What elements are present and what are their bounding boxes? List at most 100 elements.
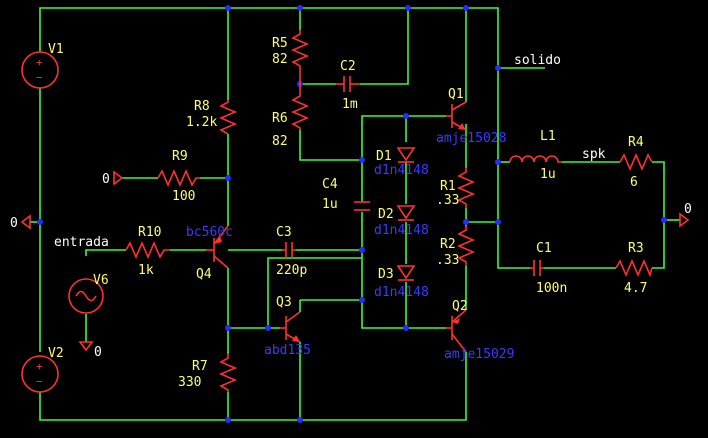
r3r4-right-wire bbox=[652, 161, 665, 269]
q2-label: Q2 bbox=[452, 299, 468, 314]
bottom-rail-wire bbox=[39, 352, 467, 421]
r9-label: R9 bbox=[172, 149, 188, 164]
c2-right-wire bbox=[360, 8, 409, 85]
gnd-r9-label: 0 bbox=[102, 172, 110, 187]
q1-label: Q1 bbox=[448, 87, 464, 102]
gnd-out-label: 0 bbox=[684, 202, 692, 217]
q3-transistor[interactable]: Q3 abd135 bbox=[264, 295, 311, 358]
c1-value: 100n bbox=[536, 281, 567, 296]
junction-dot bbox=[359, 247, 365, 253]
l1-label: L1 bbox=[540, 129, 556, 144]
r5-resistor[interactable]: R5 82 bbox=[272, 30, 310, 84]
sine-icon bbox=[75, 290, 97, 302]
r10-value: 1k bbox=[138, 263, 154, 278]
v6-source[interactable]: V6 bbox=[68, 273, 109, 314]
q1-base-wire bbox=[361, 115, 446, 160]
r2-resistor[interactable]: R2 .33 bbox=[436, 226, 476, 268]
v2-label: V2 bbox=[48, 346, 64, 361]
junction-dot bbox=[265, 325, 271, 331]
d1-part: d1n4148 bbox=[374, 163, 429, 178]
wires bbox=[30, 7, 680, 421]
r1-resistor[interactable]: R1 .33 bbox=[436, 168, 476, 208]
junction-dot bbox=[403, 325, 409, 331]
q4-part: bc560c bbox=[186, 225, 233, 240]
junction-dot bbox=[463, 5, 469, 11]
r9-value: 100 bbox=[172, 189, 195, 204]
r6-resistor[interactable]: R6 82 bbox=[272, 84, 310, 149]
r2-value: .33 bbox=[436, 253, 459, 268]
junction-dot bbox=[495, 219, 501, 225]
d3-diode[interactable]: D3 d1n4148 bbox=[374, 265, 429, 300]
d3-label: D3 bbox=[378, 267, 394, 282]
q4-transistor[interactable]: bc560c Q4 bbox=[186, 225, 233, 282]
v6-label: V6 bbox=[93, 273, 109, 288]
v1-label: V1 bbox=[48, 42, 64, 57]
junction-dot bbox=[405, 5, 411, 11]
junction-dot bbox=[225, 325, 231, 331]
r6-label: R6 bbox=[272, 111, 288, 126]
r8-resistor[interactable]: R8 1.2k bbox=[186, 99, 238, 135]
q2-transistor[interactable]: Q2 amje15029 bbox=[444, 299, 514, 362]
r4-resistor[interactable]: R4 6 bbox=[619, 135, 653, 190]
gnd-r9-terminal[interactable]: 0 bbox=[102, 170, 124, 187]
q2-base-wire bbox=[361, 300, 446, 329]
junction-dot bbox=[359, 157, 365, 163]
c2-label: C2 bbox=[340, 59, 356, 74]
q3-label: Q3 bbox=[276, 295, 292, 310]
r6-bottom-wire bbox=[299, 130, 362, 161]
r3-resistor[interactable]: R3 4.7 bbox=[615, 241, 653, 296]
r9-resistor[interactable]: R9 100 bbox=[157, 149, 200, 204]
q1-part: amje15028 bbox=[436, 131, 506, 146]
junction-dot bbox=[297, 417, 303, 423]
r7-label: R7 bbox=[192, 359, 208, 374]
junction-dot bbox=[403, 113, 409, 119]
gnd-v6-terminal[interactable]: 0 bbox=[78, 341, 102, 360]
d2-part: d1n4148 bbox=[374, 223, 429, 238]
junction-dot bbox=[463, 219, 469, 225]
q3-part: abd135 bbox=[264, 343, 311, 358]
l1-value: 1u bbox=[540, 167, 556, 182]
d3-part: d1n4148 bbox=[374, 285, 429, 300]
r6-value: 82 bbox=[272, 134, 288, 149]
c3-capacitor[interactable]: C3 220p bbox=[276, 225, 307, 278]
v1-source[interactable]: + − V1 bbox=[21, 42, 64, 89]
q3-collector-feed bbox=[267, 257, 362, 328]
r3-value: 4.7 bbox=[624, 281, 647, 296]
d2-label: D2 bbox=[378, 207, 394, 222]
gnd-v6-label: 0 bbox=[94, 345, 102, 360]
junction-dot bbox=[661, 217, 667, 223]
l1-inductor[interactable]: L1 1u bbox=[509, 129, 562, 182]
junction-dot bbox=[225, 417, 231, 423]
r1-value: .33 bbox=[436, 193, 459, 208]
top-rail-wire bbox=[39, 7, 499, 68]
r10-resistor[interactable]: R10 1k bbox=[125, 225, 170, 278]
r5-label: R5 bbox=[272, 36, 288, 51]
c4-capacitor[interactable]: C4 1u bbox=[322, 177, 370, 212]
gnd-left-label: 0 bbox=[10, 216, 18, 231]
junctions bbox=[37, 5, 667, 423]
r2-label: R2 bbox=[440, 237, 456, 252]
r3-label: R3 bbox=[628, 241, 644, 256]
v2-plus-sign: + bbox=[36, 360, 43, 373]
r8-value: 1.2k bbox=[186, 115, 217, 130]
d1-diode[interactable]: D1 d1n4148 bbox=[374, 147, 429, 178]
v2-source[interactable]: + − V2 bbox=[21, 346, 64, 393]
solido-net-label: solido bbox=[514, 53, 561, 68]
v1-minus-sign: − bbox=[36, 71, 43, 84]
r10-left-wire bbox=[85, 249, 126, 256]
c3-label: C3 bbox=[276, 225, 292, 240]
d2-diode[interactable]: D2 d1n4148 bbox=[374, 205, 429, 238]
c1-capacitor[interactable]: C1 100n bbox=[530, 241, 567, 296]
r7-resistor[interactable]: R7 330 bbox=[178, 354, 238, 392]
gnd-out-terminal[interactable]: 0 bbox=[679, 202, 692, 228]
v2-minus-sign: − bbox=[36, 375, 43, 388]
c2-capacitor[interactable]: C2 1m bbox=[336, 59, 360, 112]
junction-dot bbox=[495, 65, 501, 71]
q1-transistor[interactable]: Q1 amje15028 bbox=[436, 87, 506, 146]
junction-dot bbox=[225, 175, 231, 181]
c2-value: 1m bbox=[342, 97, 358, 112]
gnd-left-terminal[interactable]: 0 bbox=[10, 214, 31, 231]
c4-label: C4 bbox=[322, 177, 338, 192]
v1-plus-sign: + bbox=[36, 56, 43, 69]
